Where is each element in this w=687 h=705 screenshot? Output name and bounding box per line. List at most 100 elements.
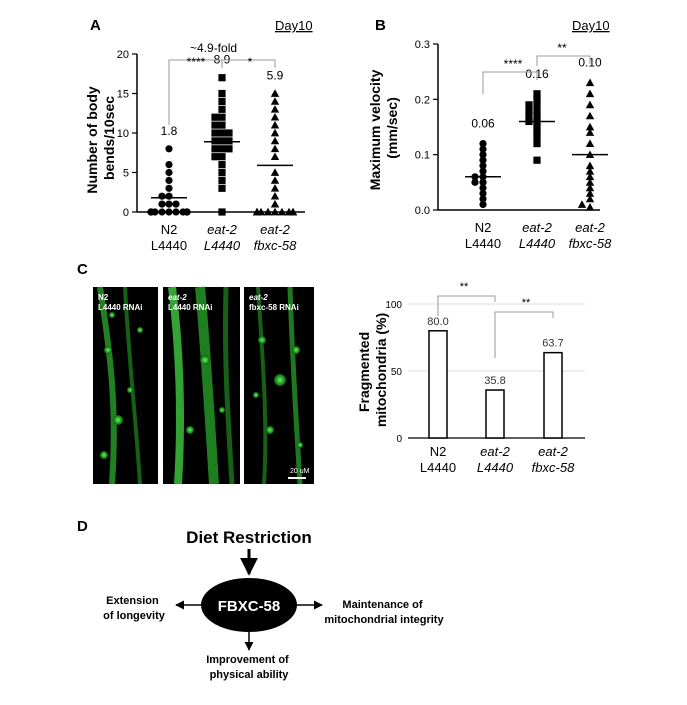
panel-a-point bbox=[218, 89, 226, 98]
physical-line2: physical ability bbox=[210, 669, 290, 681]
panel-a-point bbox=[218, 113, 226, 121]
panel-a-point bbox=[165, 168, 173, 177]
panel-a-fold-text: ~4.9-fold bbox=[190, 41, 237, 55]
panel-b-category-0-line1: N2 bbox=[475, 220, 492, 235]
panel-c-letter: C bbox=[77, 261, 88, 278]
panel-b-y-tick-label: 0.1 bbox=[415, 150, 430, 162]
panel-a-point bbox=[172, 208, 180, 216]
panel-b-point bbox=[479, 167, 487, 175]
panel-a-point bbox=[165, 184, 173, 192]
panel-b-point bbox=[533, 123, 541, 131]
panel-b-letter: B bbox=[375, 17, 386, 34]
panel-a-ylabel-line2: bends/10sec bbox=[101, 96, 117, 180]
panel-c-sig-right: ** bbox=[522, 297, 531, 309]
panel-b-point bbox=[585, 167, 595, 175]
panel-a-mean-label: 1.8 bbox=[161, 124, 178, 138]
mitochondrial-line2: mitochondrial integrity bbox=[324, 614, 444, 626]
panel-b-point bbox=[533, 101, 541, 109]
panel-c-bar bbox=[485, 389, 505, 439]
micrograph-eat2-fbxc58: eat-2 fbxc-58 RNAi 20 uM bbox=[244, 286, 314, 485]
panel-b-sig-right: ** bbox=[557, 41, 567, 55]
physical-ability-label: Improvement of physical ability bbox=[206, 654, 292, 681]
panel-b-point bbox=[533, 106, 541, 114]
panel-b-point bbox=[533, 112, 541, 120]
panel-a-point bbox=[218, 208, 226, 216]
panel-b-category-2-line2: fbxc-58 bbox=[569, 236, 612, 251]
panel-a-category-1-line1: eat-2 bbox=[207, 222, 237, 237]
panel-a-point bbox=[270, 144, 280, 153]
longevity-line1: Extension bbox=[106, 595, 159, 607]
micrograph-eat2-fbxc58-line2-text: fbxc-58 RNAi bbox=[249, 303, 299, 312]
panel-c-y-tick-label: 100 bbox=[385, 300, 402, 311]
panel-a-point bbox=[218, 121, 226, 129]
panel-a: A Day10 ~4.9-fold Number of body bends/1… bbox=[84, 17, 313, 253]
panel-a-point bbox=[218, 129, 226, 137]
scale-bar-label: 20 uM bbox=[290, 468, 310, 475]
panel-a-category-2-line2: fbxc-58 bbox=[254, 238, 297, 253]
diet-restriction-label: Diet Restriction bbox=[186, 528, 312, 547]
panel-c-bar-label: 35.8 bbox=[484, 375, 505, 387]
panel-a-point bbox=[270, 192, 280, 200]
physical-line1: Improvement of bbox=[206, 654, 289, 666]
panel-b-ylabel-line2: (mm/sec) bbox=[384, 97, 400, 158]
panel-a-y-tick-label: 10 bbox=[117, 128, 129, 140]
panel-b-point bbox=[533, 156, 541, 164]
panel-b-point bbox=[479, 140, 487, 148]
longevity-line2: of longevity bbox=[103, 610, 166, 622]
panel-c-bar bbox=[428, 330, 448, 439]
panel-a-y-tick-label: 20 bbox=[117, 49, 129, 61]
panel-c-bracket-left bbox=[437, 295, 496, 316]
panel-a-point bbox=[165, 161, 173, 169]
panel-a-point bbox=[218, 184, 226, 192]
panel-a-point bbox=[270, 89, 280, 97]
panel-b-point bbox=[479, 145, 487, 153]
panel-a-point bbox=[270, 152, 280, 161]
panel-b-point bbox=[479, 151, 487, 159]
mitochondrial-label: Maintenance of mitochondrial integrity bbox=[324, 599, 444, 626]
panel-b-point bbox=[479, 162, 487, 170]
panel-a-point bbox=[252, 207, 262, 216]
panel-a-category-0-line1: N2 bbox=[161, 222, 178, 237]
panel-b-plot: 0.00.10.20.30.060.160.10N2L4440eat-2L444… bbox=[415, 39, 612, 251]
panel-a-point bbox=[165, 208, 173, 216]
panel-b-point bbox=[585, 189, 595, 197]
panel-b-bracket-right bbox=[536, 55, 591, 66]
panel-c-category-0-line2: L4440 bbox=[420, 460, 456, 475]
panel-b-point bbox=[533, 95, 541, 103]
panel-a-point bbox=[270, 113, 280, 121]
panel-a-point bbox=[263, 207, 273, 216]
panel-b-bracket-left bbox=[482, 71, 538, 94]
panel-b-ylabel: Maximum velocity (mm/sec) bbox=[367, 66, 400, 191]
panel-a-point bbox=[270, 136, 280, 145]
panel-a-point bbox=[147, 208, 155, 216]
panel-a-point bbox=[270, 168, 280, 176]
panel-c: C N2 L4440 RNAi eat-2 L4440 RNAi bbox=[77, 261, 585, 485]
panel-a-point bbox=[270, 184, 280, 192]
panel-b-point bbox=[585, 203, 595, 211]
panel-c-category-1-line1: eat-2 bbox=[480, 444, 510, 459]
micrograph-eat2-line2: L4440 RNAi bbox=[168, 303, 212, 312]
panel-c-bar bbox=[543, 351, 563, 439]
panel-a-point bbox=[270, 105, 280, 113]
panel-a-letter: A bbox=[90, 17, 101, 34]
fbxc58-node bbox=[201, 578, 297, 632]
panel-a-point bbox=[218, 105, 226, 113]
panel-a-point bbox=[158, 192, 166, 200]
micrograph-n2: N2 L4440 RNAi bbox=[93, 286, 158, 485]
panel-a-day-label: Day10 bbox=[275, 18, 313, 33]
panel-a-point bbox=[218, 161, 226, 169]
panel-b-point bbox=[471, 178, 479, 186]
micrograph-n2-line1: N2 bbox=[98, 293, 109, 302]
panel-b-point bbox=[585, 100, 595, 109]
panel-c-category-2-line2: fbxc-58 bbox=[532, 460, 575, 475]
panel-a-point bbox=[165, 145, 173, 153]
panel-b-mean-label: 0.06 bbox=[471, 117, 495, 131]
panel-a-category-2-line1: eat-2 bbox=[260, 222, 290, 237]
panel-a-point bbox=[211, 121, 219, 129]
panel-b-point bbox=[479, 189, 487, 197]
panel-b-category-0-line2: L4440 bbox=[465, 236, 501, 251]
panel-a-ylabel: Number of body bends/10sec bbox=[84, 82, 117, 193]
panel-a-point bbox=[211, 113, 219, 121]
panel-b-point bbox=[533, 140, 541, 148]
